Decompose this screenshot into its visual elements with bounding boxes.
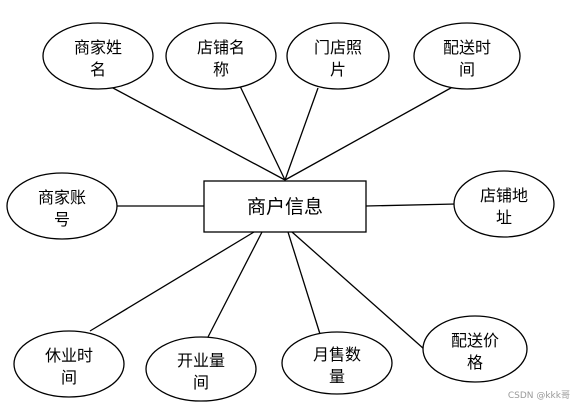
attribute-ellipse xyxy=(42,22,154,90)
attribute-ellipse xyxy=(413,22,521,90)
attribute-label-line-1: 配送价 xyxy=(451,331,499,350)
attribute-delivery-price: 配送价 格 xyxy=(422,315,528,383)
attribute-label-line-1: 门店照 xyxy=(314,38,362,57)
attribute-label-line-2: 片 xyxy=(330,60,346,79)
connector-delivery-price xyxy=(291,231,425,350)
attribute-ellipse xyxy=(6,172,118,240)
connector-store-address xyxy=(365,203,457,207)
attribute-merchant-name: 商家姓 名 xyxy=(42,22,154,90)
attribute-monthly-sales: 月售数 量 xyxy=(281,331,393,395)
attribute-ellipse xyxy=(422,315,528,383)
attribute-label-line-1: 配送时 xyxy=(443,38,491,57)
connector-closing-time xyxy=(89,231,255,332)
attribute-label-line-1: 店铺地 xyxy=(480,186,528,205)
attribute-ellipse xyxy=(165,22,277,90)
entity-label: 商户信息 xyxy=(247,196,323,218)
connector-store-name xyxy=(238,83,286,181)
attribute-label-line-1: 店铺名 xyxy=(197,38,245,57)
attribute-label-line-1: 开业量 xyxy=(177,351,225,370)
attribute-ellipse xyxy=(145,336,257,402)
entity-box xyxy=(203,180,367,233)
attribute-opening-time: 开业量 间 xyxy=(145,336,257,402)
attribute-store-photo: 门店照 片 xyxy=(286,22,390,90)
attribute-label-line-2: 间 xyxy=(61,368,77,387)
connector-store-photo xyxy=(284,87,319,181)
attribute-ellipse xyxy=(13,330,125,398)
attribute-store-address: 店铺地 址 xyxy=(453,170,555,238)
attribute-store-name: 店铺名 称 xyxy=(165,22,277,90)
attribute-label-line-2: 名 xyxy=(90,60,106,79)
attribute-ellipse xyxy=(453,170,555,238)
attribute-label-line-2: 间 xyxy=(193,373,209,392)
connector-opening-time xyxy=(207,231,263,338)
watermark: CSDN @kkk哥 xyxy=(507,391,570,401)
attribute-ellipse xyxy=(286,22,390,90)
connector-lines xyxy=(89,79,459,350)
attribute-label-line-1: 商家姓 xyxy=(74,38,122,57)
attribute-label-line-2: 址 xyxy=(496,208,512,227)
attribute-label-line-2: 号 xyxy=(54,210,70,229)
attribute-closing-time: 休业时 间 xyxy=(13,330,125,398)
attribute-label-line-2: 格 xyxy=(467,353,483,372)
connector-merchant-name xyxy=(97,79,286,181)
attribute-label-line-1: 月售数 xyxy=(313,345,361,364)
attribute-label-line-2: 量 xyxy=(329,367,345,386)
attribute-delivery-time: 配送时 间 xyxy=(413,22,521,90)
attribute-label-line-1: 商家账 xyxy=(38,188,86,207)
attribute-label-line-2: 间 xyxy=(459,60,475,79)
attribute-label-line-2: 称 xyxy=(213,60,229,79)
attribute-merchant-account: 商家账 号 xyxy=(6,172,118,240)
entity-merchant-info: 商户信息 xyxy=(203,180,367,233)
connector-delivery-time xyxy=(284,83,459,181)
connector-monthly-sales xyxy=(287,231,321,335)
attribute-label-line-1: 休业时 xyxy=(45,346,93,365)
attribute-ellipse xyxy=(281,331,393,395)
